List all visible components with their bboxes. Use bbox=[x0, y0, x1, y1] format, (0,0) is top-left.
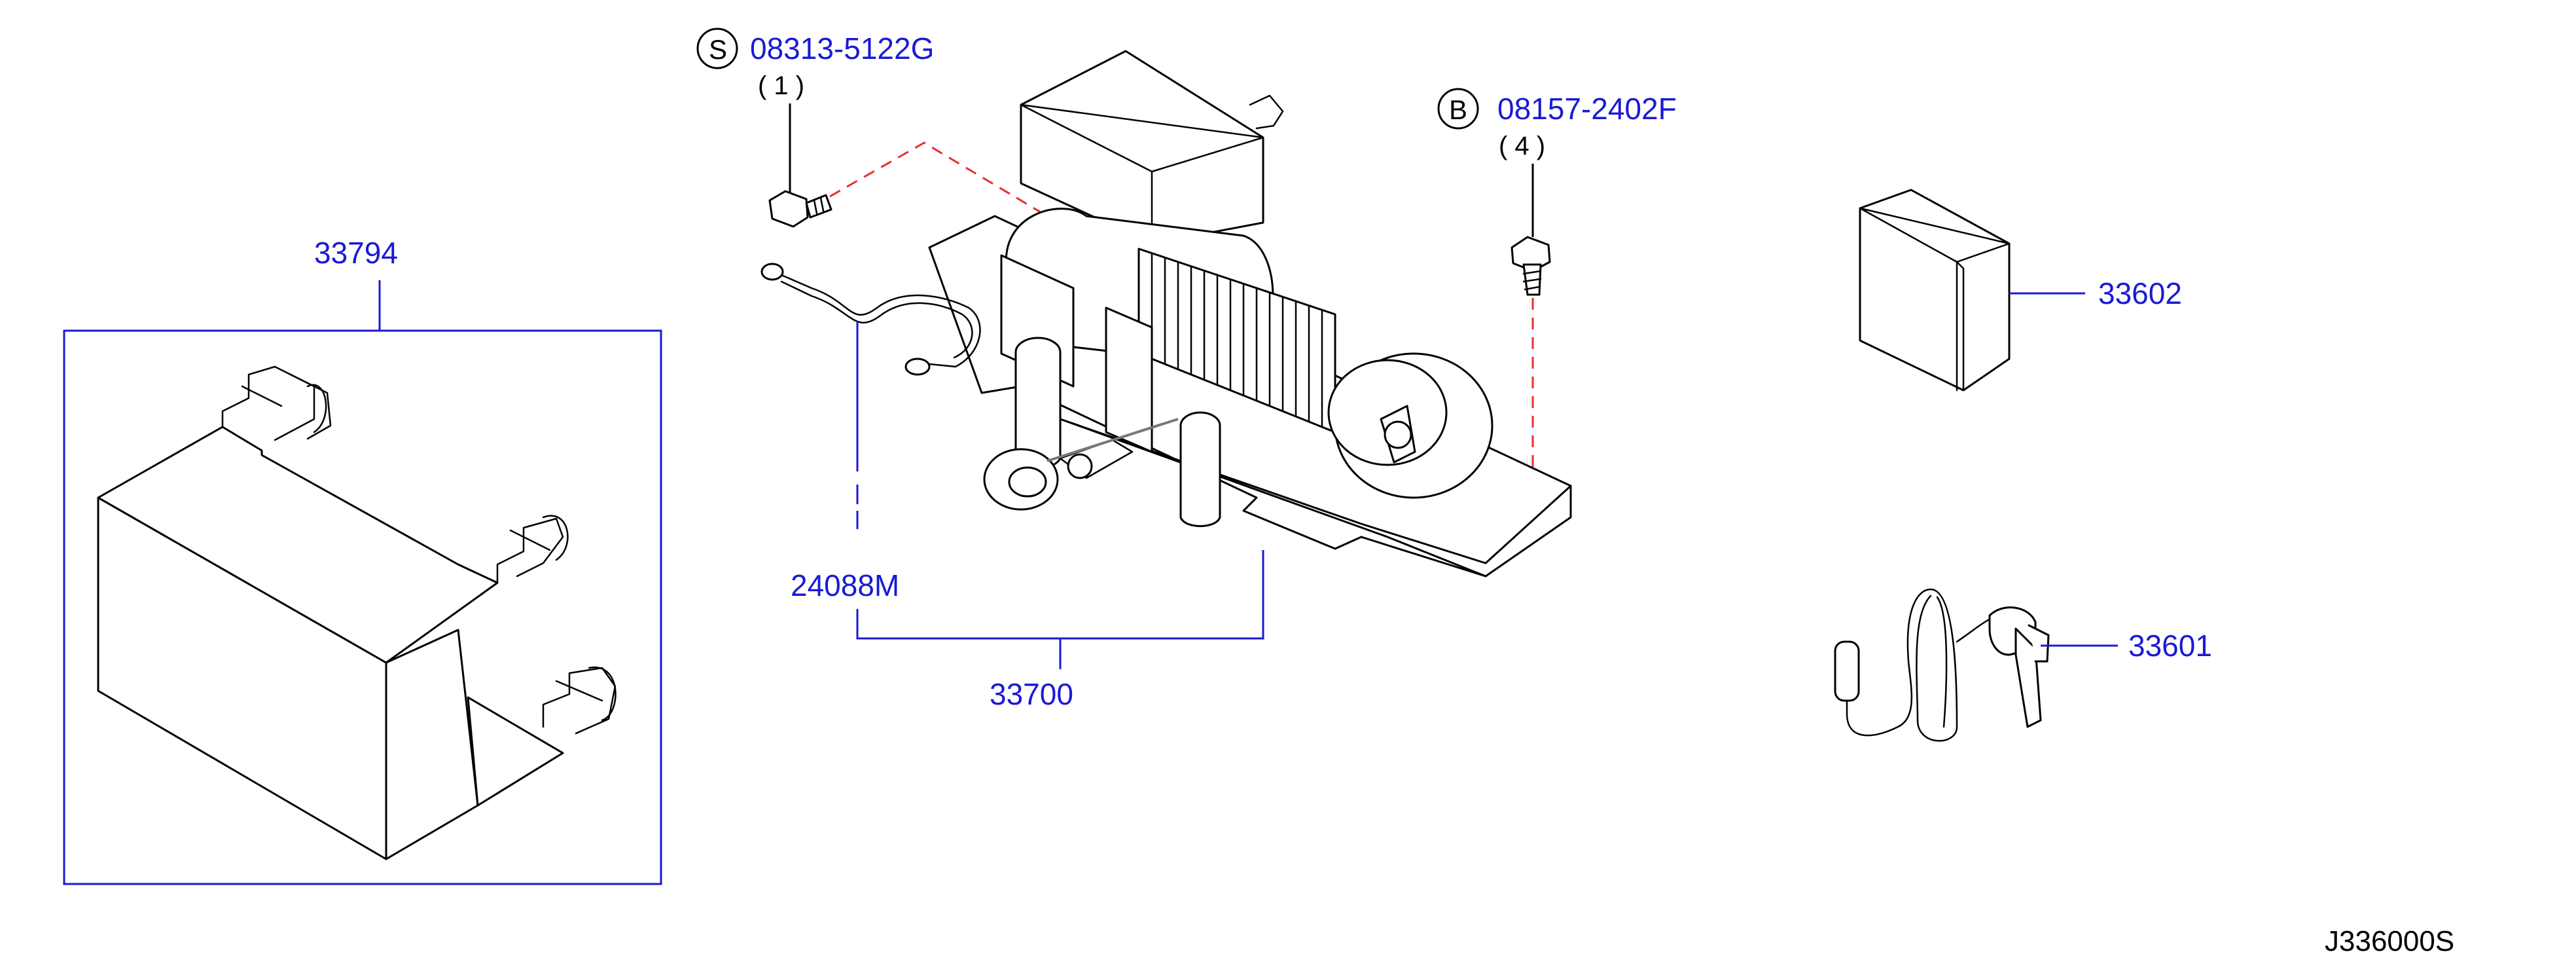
winch-leader-group bbox=[856, 321, 1264, 669]
drawing-code: J336000S bbox=[2325, 925, 2454, 957]
bolt-symbol-circle bbox=[1437, 88, 1479, 130]
control-box-icon bbox=[1859, 189, 2011, 392]
screw-icon bbox=[768, 190, 832, 228]
control-box-part-label[interactable]: 33602 bbox=[2098, 276, 2182, 310]
screw-symbol-circle bbox=[696, 28, 738, 69]
screw-qty: ( 1 ) bbox=[758, 71, 804, 100]
cover-group: 33794 bbox=[63, 236, 662, 885]
control-box-group: 33602 bbox=[1859, 189, 2182, 392]
bolt-icon bbox=[1511, 236, 1551, 296]
remote-group: 33601 bbox=[1834, 588, 2212, 742]
cable-illustration bbox=[760, 263, 981, 376]
winch-illustration bbox=[928, 50, 1572, 578]
remote-part-label[interactable]: 33601 bbox=[2128, 629, 2212, 663]
remote-icon bbox=[1834, 588, 2050, 742]
cover-frame bbox=[63, 329, 662, 885]
winch-part-label[interactable]: 33700 bbox=[990, 677, 1073, 711]
screw-callout: S 08313-5122G ( 1 ) bbox=[696, 28, 1048, 228]
winch-bracket bbox=[856, 550, 1264, 640]
screw-symbol-letter: S bbox=[709, 34, 727, 65]
bolt-qty: ( 4 ) bbox=[1499, 132, 1545, 160]
cable-part-label[interactable]: 24088M bbox=[791, 568, 899, 602]
bolt-symbol-letter: B bbox=[1449, 94, 1467, 125]
bolt-part-label[interactable]: 08157-2402F bbox=[1497, 92, 1677, 126]
screw-part-label[interactable]: 08313-5122G bbox=[750, 31, 934, 65]
cover-illustration bbox=[97, 365, 617, 860]
bolt-callout: B 08157-2402F ( 4 ) bbox=[1437, 88, 1677, 524]
cover-part-label[interactable]: 33794 bbox=[314, 236, 398, 270]
screw-hidden-line bbox=[829, 141, 1048, 217]
